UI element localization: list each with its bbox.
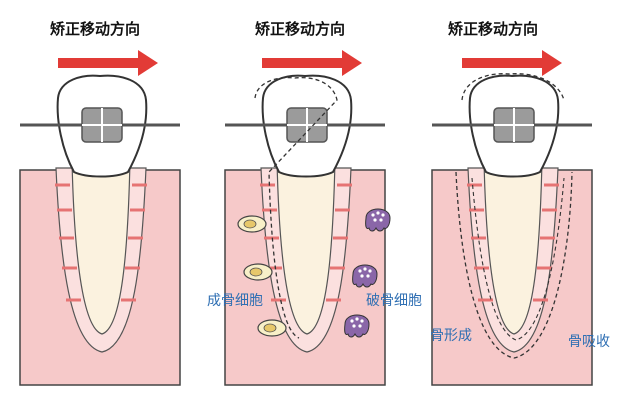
osteoblast-icon xyxy=(237,215,267,233)
osteoblast-icon xyxy=(243,263,273,281)
panel-3-arrow-icon xyxy=(462,50,562,76)
panel-2-arrow-icon xyxy=(262,50,362,76)
panel-2: 矫正移动方向 成骨细胞 破骨细胞 xyxy=(207,20,422,387)
osteoclast-icon xyxy=(352,264,378,288)
osteoclast-icon xyxy=(365,208,391,232)
panel-3: 矫正移动方向 骨形成 骨吸收 xyxy=(430,20,610,387)
osteoclast-label: 破骨细胞 xyxy=(366,293,422,309)
panel-1-tooth xyxy=(18,74,182,387)
panel-2-tooth xyxy=(223,74,387,387)
panel-1-arrow-icon xyxy=(58,50,158,76)
panel-1-title: 矫正移动方向 xyxy=(50,20,140,38)
bone-formation-label: 骨形成 xyxy=(430,328,472,344)
panel-3-title: 矫正移动方向 xyxy=(448,20,538,38)
bone-resorption-label: 骨吸收 xyxy=(568,334,610,350)
panel-2-title: 矫正移动方向 xyxy=(255,20,345,38)
osteoclast-icon xyxy=(344,314,370,338)
panel-3-tooth xyxy=(430,73,594,387)
osteoblast-icon xyxy=(257,319,287,337)
osteoblast-label: 成骨细胞 xyxy=(207,293,263,309)
panel-1: 矫正移动方向 xyxy=(18,20,182,387)
